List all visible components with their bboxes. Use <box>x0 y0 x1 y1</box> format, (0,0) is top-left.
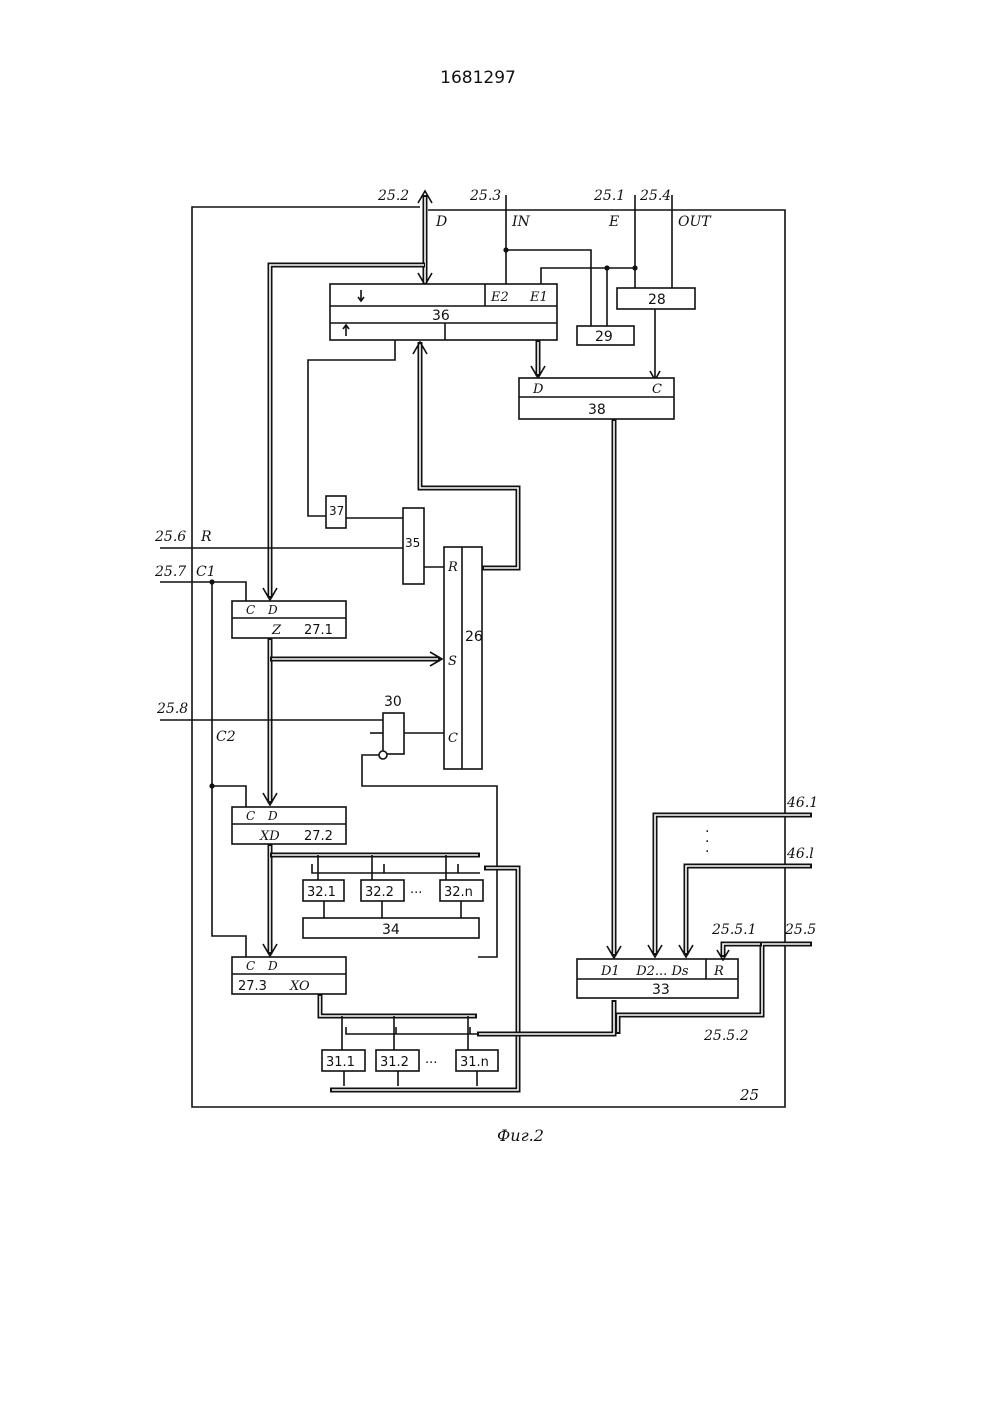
block-37-label: 37 <box>329 504 344 518</box>
pin-25-1: 25.1 <box>593 188 625 204</box>
block-36-label: 36 <box>432 308 450 324</box>
pin-25-6: 25.6 <box>154 529 186 545</box>
block-33-label: 33 <box>652 982 670 998</box>
block-38-label: 38 <box>588 402 606 418</box>
block-26-r: R <box>447 560 458 575</box>
bus-26-to-36-inner <box>420 344 518 568</box>
bus-27-3-out <box>320 994 477 1016</box>
line-28-to-38c <box>650 309 660 380</box>
line-e-to-e1 <box>541 268 635 284</box>
signal-d: D <box>435 214 447 230</box>
signal-in: IN <box>511 214 531 230</box>
block-27-1-c: C <box>246 603 255 617</box>
signal-e: E <box>608 214 619 230</box>
pin-25-3: 25.3 <box>469 188 501 204</box>
block-27-3-label: 27.3 <box>238 979 267 994</box>
block-26-c: C <box>448 731 458 746</box>
block-30 <box>383 713 404 754</box>
block-27-1-d: D <box>267 603 278 617</box>
block-27-1-label: 27.1 <box>304 623 333 638</box>
bus-46-l-inner <box>686 866 810 953</box>
bus-31-mid <box>346 1027 477 1034</box>
block-36-e1: E1 <box>529 290 548 305</box>
block-35-label: 35 <box>405 536 420 550</box>
pins-ellipsis-3: . <box>705 840 709 856</box>
block-38-d: D <box>532 382 544 397</box>
block-38-c: C <box>652 382 662 397</box>
block-32-n-label: 32.n <box>444 885 473 900</box>
pin-46-1: 46.1 <box>786 795 818 811</box>
block-28-label: 28 <box>648 292 666 308</box>
bus-31-to-33-inner <box>479 1002 614 1034</box>
bus-31-taps <box>342 1016 468 1050</box>
block-31-bottom <box>344 1071 477 1086</box>
block-27-1-q: Z <box>271 623 282 638</box>
block-32-to-34 <box>324 901 461 918</box>
block-27-2-c: C <box>246 809 255 823</box>
block-26-label: 26 <box>465 629 483 645</box>
pin-25-5-1: 25.5.1 <box>711 922 757 938</box>
line-c1-to-27-2 <box>212 786 246 807</box>
signal-r: R <box>200 529 212 545</box>
signal-out: OUT <box>678 214 712 230</box>
block-30-label: 30 <box>384 694 402 710</box>
bus-26-to-36 <box>420 342 518 568</box>
pin-25-5-2: 25.5.2 <box>703 1028 749 1044</box>
block-27-3-q: XO <box>289 979 310 994</box>
bus-31-to-33 <box>477 1000 614 1034</box>
block-32-2-label: 32.2 <box>365 885 394 900</box>
block-31-2-label: 31.2 <box>380 1055 409 1070</box>
figure-caption: Фиг.2 <box>497 1126 544 1145</box>
line-25-7 <box>160 582 246 601</box>
block-33-inputs: D1 D2... Ds <box>600 964 689 979</box>
pin-25-7: 25.7 <box>154 564 186 580</box>
pin-25-8: 25.8 <box>156 701 188 717</box>
block-29-label: 29 <box>595 329 613 345</box>
signal-c1: C1 <box>196 564 216 580</box>
bus-32-lower <box>312 864 480 873</box>
block-26-s: S <box>448 654 457 669</box>
block-32-ellipsis: ... <box>410 882 422 897</box>
block-27-3-c: C <box>246 959 255 973</box>
block-31-n-label: 31.n <box>460 1055 489 1070</box>
block-30-inverter <box>379 751 387 759</box>
module-label: 25 <box>739 1086 759 1104</box>
block-32-1-label: 32.1 <box>307 885 336 900</box>
block-36-e2: E2 <box>490 290 509 305</box>
pin-25-5: 25.5 <box>784 922 816 938</box>
block-34-label: 34 <box>382 922 400 938</box>
block-27-2-label: 27.2 <box>304 829 333 844</box>
bus-27-3-out-inner <box>320 996 475 1016</box>
pin-25-4: 25.4 <box>639 188 671 204</box>
bus-32-taps <box>318 855 446 880</box>
signal-c2: C2 <box>216 729 236 745</box>
block-27-2-q: XD <box>259 829 280 844</box>
pin-25-2: 25.2 <box>377 188 409 204</box>
block-31-ellipsis: ... <box>425 1052 437 1067</box>
block-27-3-d: D <box>267 959 278 973</box>
block-31-1-label: 31.1 <box>326 1055 355 1070</box>
patent-number: 1681297 <box>440 68 516 88</box>
pin-46-l: 46.l <box>786 846 814 862</box>
block-27-2-d: D <box>267 809 278 823</box>
block-33-r: R <box>713 964 724 979</box>
line-36-to-37 <box>308 340 395 516</box>
